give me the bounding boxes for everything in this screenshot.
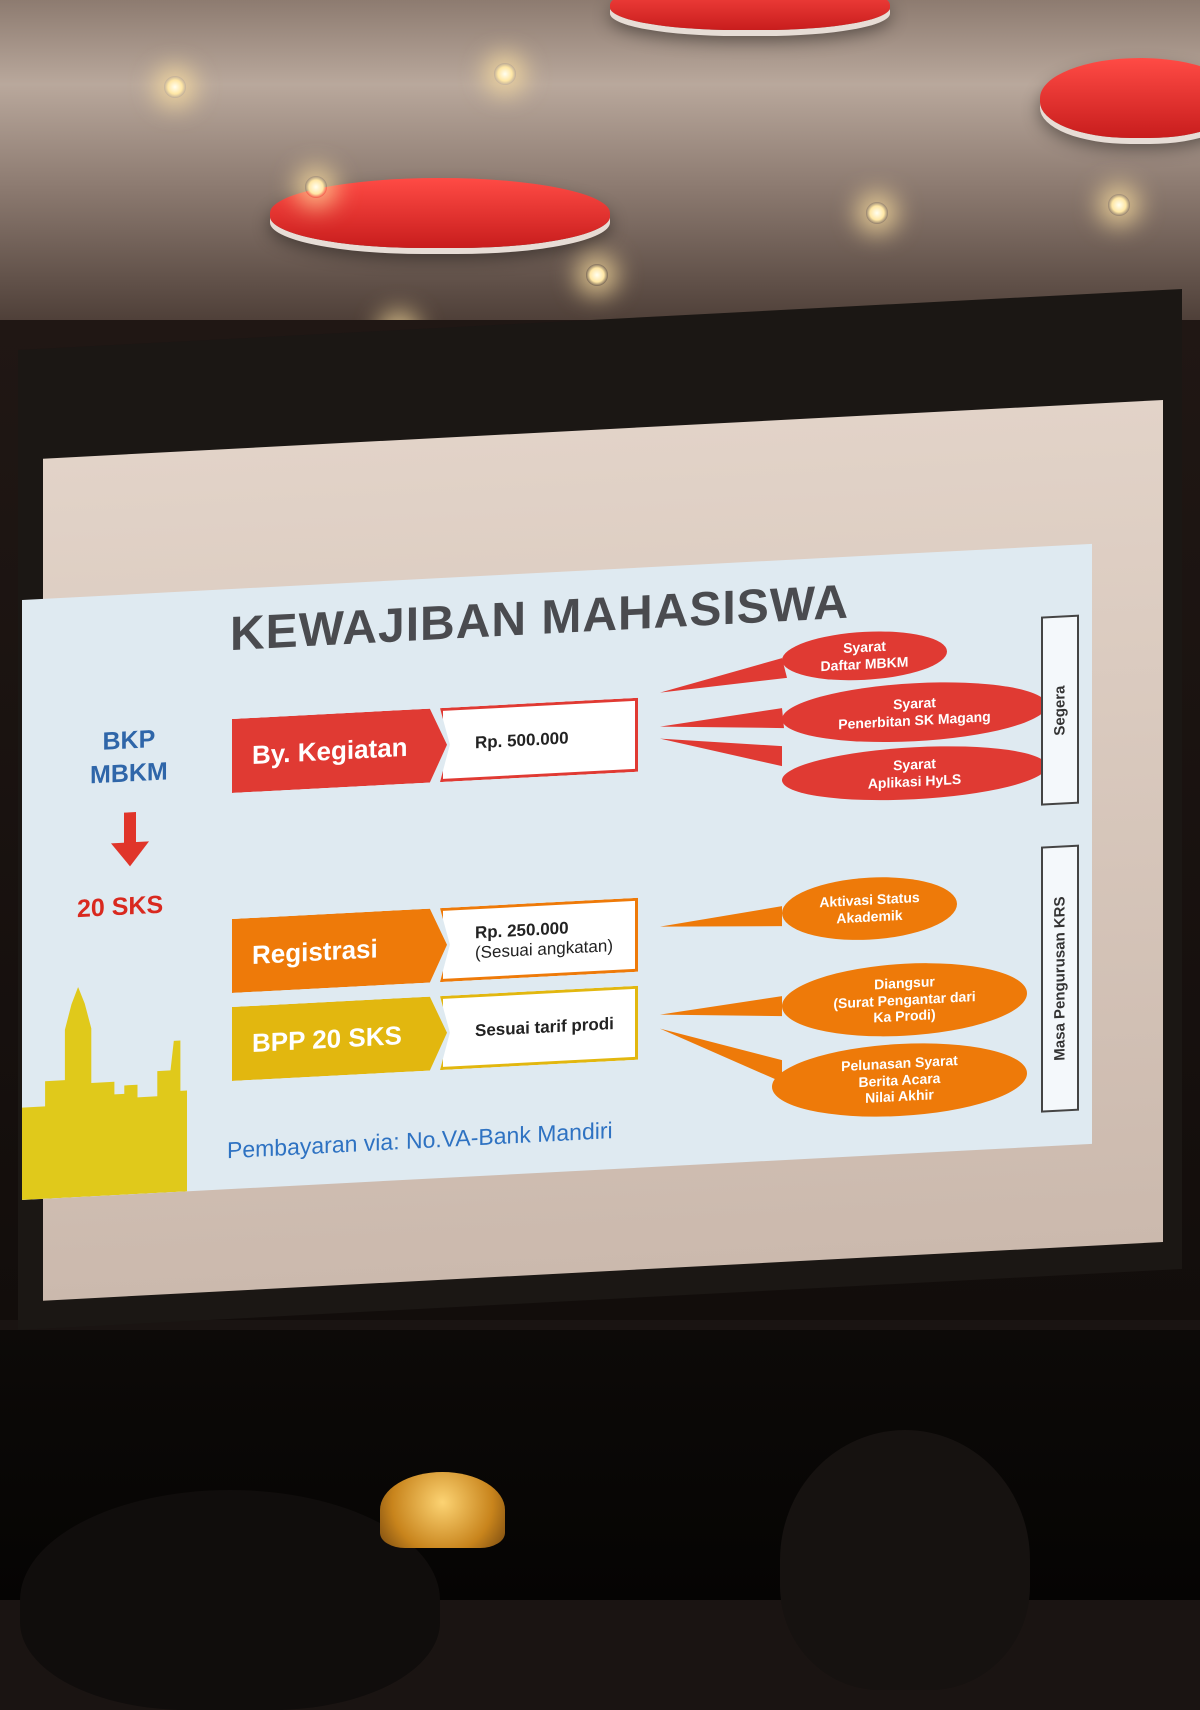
callout-tails: [660, 658, 787, 1083]
ceiling-panel: [1040, 58, 1200, 138]
ceiling-light: [1108, 194, 1130, 216]
bubble-line: Akademik: [836, 906, 903, 927]
callout-tail: [660, 658, 787, 693]
krs-box: Masa Pengurusan KRS: [1041, 844, 1079, 1113]
callout-tail: [660, 1028, 782, 1083]
audience-area: [0, 1330, 1200, 1710]
krs-label: Masa Pengurusan KRS: [1051, 896, 1069, 1062]
ceiling-light: [866, 202, 888, 224]
bubble-line: Nilai Akhir: [865, 1086, 934, 1107]
callout-tail: [660, 708, 784, 729]
bubble-line: Penerbitan SK Magang: [838, 708, 991, 733]
presentation-slide: KEWAJIBAN MAHASISWA BKP MBKM 20 SKS By. …: [22, 543, 1092, 1200]
ceiling-light: [305, 176, 327, 198]
segera-label: Segera: [1051, 684, 1069, 736]
callout-tail: [660, 996, 782, 1017]
bubble-line: Ka Prodi): [873, 1006, 936, 1026]
ceiling-light: [586, 264, 608, 286]
ceiling-light: [494, 63, 516, 85]
ceiling-light: [164, 76, 186, 98]
audience-head: [20, 1490, 440, 1710]
callout-tail: [660, 906, 782, 927]
decorative-lamp: [380, 1472, 505, 1548]
bubble-line: Daftar MBKM: [820, 653, 909, 675]
bubble-line: Aplikasi HyLS: [867, 770, 962, 792]
audience-head: [780, 1430, 1030, 1690]
ceiling-panel: [610, 0, 890, 30]
callout-tail: [660, 738, 782, 767]
segera-box: Segera: [1041, 614, 1079, 806]
